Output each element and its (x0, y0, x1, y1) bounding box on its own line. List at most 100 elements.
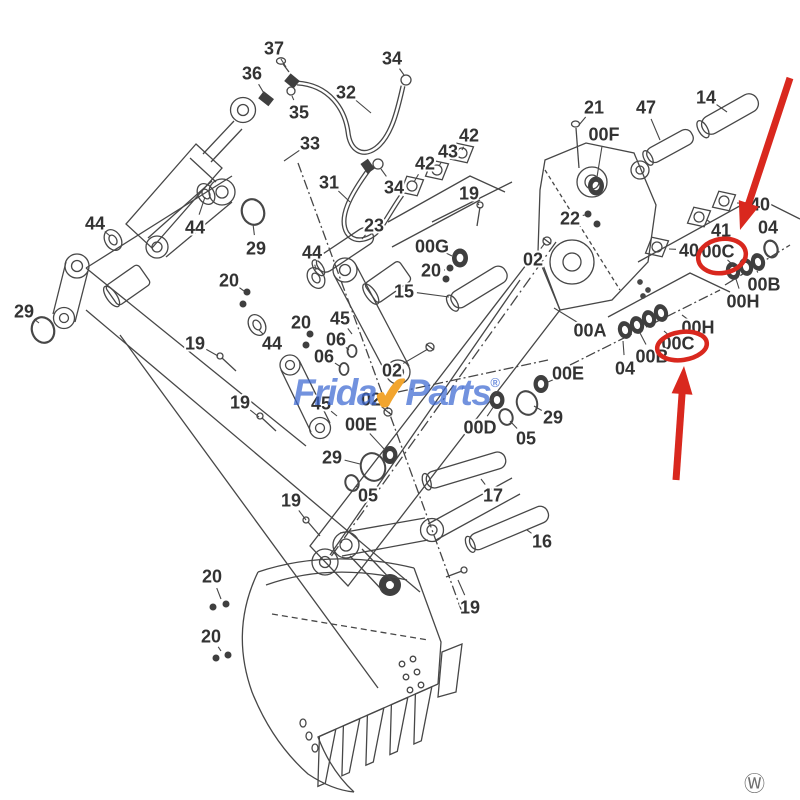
bucket-cylinder-drawing (52, 96, 412, 330)
leader-line (381, 406, 387, 411)
part-label-00a: 00A (573, 321, 606, 341)
part-label-32: 32 (336, 83, 356, 103)
leader-line (480, 478, 486, 485)
leader-line (347, 328, 353, 335)
part-label-02: 02 (523, 250, 543, 270)
leader-line (380, 168, 387, 177)
part-label-29: 29 (543, 408, 563, 428)
leader-line (756, 270, 759, 273)
leader-line (402, 348, 429, 364)
leader-line (361, 234, 366, 240)
washers-and-orings (30, 183, 779, 492)
leader-line (650, 118, 661, 141)
leader-line (291, 95, 295, 101)
highlight-circle-1 (695, 236, 749, 276)
leader-line (578, 116, 587, 126)
part-label-34: 34 (382, 49, 402, 69)
part-label-00e: 00E (552, 364, 584, 384)
part-label-15: 15 (394, 282, 414, 302)
highlight-circle-2 (654, 329, 710, 363)
leader-line (540, 242, 546, 249)
leader-line (33, 318, 40, 324)
part-label-20: 20 (219, 271, 239, 291)
leader-line (249, 409, 260, 418)
leader-line (438, 161, 442, 167)
leader-line (216, 587, 222, 600)
leader-line (334, 362, 342, 368)
leader-line (198, 196, 206, 215)
leader-line (355, 485, 358, 488)
part-label-20: 20 (291, 313, 311, 333)
part-label-29: 29 (322, 448, 342, 468)
part-label-35: 35 (289, 103, 309, 123)
pin-17 (421, 451, 507, 491)
part-label-33: 33 (300, 134, 320, 154)
part-label-20: 20 (202, 567, 222, 587)
leader-line (416, 292, 450, 298)
construction-lines (85, 175, 800, 689)
part-label-00g: 00G (415, 237, 449, 257)
leader-line (104, 231, 111, 237)
leader-line (399, 68, 405, 76)
part-label-44: 44 (302, 243, 322, 263)
leader-line (457, 579, 466, 596)
part-label-44: 44 (262, 334, 282, 354)
leader-line (413, 173, 419, 183)
leader-line (314, 264, 317, 271)
leader-line (217, 646, 222, 652)
leader-line (533, 405, 543, 411)
leader-line (476, 202, 480, 206)
highlight-arrow-head-1 (738, 200, 759, 230)
leader-lines-layer (33, 58, 772, 652)
part-label-14: 14 (696, 88, 716, 108)
leader-line (355, 99, 372, 114)
part-label-47: 47 (636, 98, 656, 118)
diagram-linework (30, 57, 800, 793)
part-label-00f: 00F (588, 125, 619, 145)
part-label-19: 19 (185, 334, 205, 354)
leader-line (727, 259, 734, 266)
part-label-45: 45 (330, 309, 350, 329)
pin-47 (642, 128, 694, 166)
part-label-00c: 00C (661, 334, 694, 354)
part-label-00h: 00H (726, 292, 759, 312)
part-label-29: 29 (14, 302, 34, 322)
leader-line (596, 146, 603, 178)
highlight-arrow-shaft-1 (744, 76, 794, 209)
leader-line (547, 377, 557, 383)
leader-line (716, 104, 728, 113)
part-label-44: 44 (185, 218, 205, 238)
link-lower-drawing (279, 354, 332, 440)
leader-line (258, 83, 266, 96)
leader-line (461, 146, 465, 151)
part-label-02: 02 (361, 390, 381, 410)
leader-line (526, 529, 532, 534)
part-label-42: 42 (459, 126, 479, 146)
part-label-16: 16 (532, 532, 552, 552)
part-label-19: 19 (459, 184, 479, 204)
pin-14 (696, 93, 760, 139)
arm-weldment-drawing (309, 142, 657, 587)
part-label-04: 04 (615, 359, 635, 379)
part-label-00e: 00E (345, 415, 377, 435)
part-label-31: 31 (319, 173, 339, 193)
part-label-19: 19 (460, 598, 480, 618)
leader-line (258, 329, 264, 335)
part-label-21: 21 (584, 98, 604, 118)
part-label-19: 19 (230, 393, 250, 413)
part-label-00b: 00B (747, 275, 780, 295)
part-label-43: 43 (438, 142, 458, 162)
part-label-20: 20 (421, 261, 441, 281)
leader-line (283, 149, 300, 162)
part-label-20: 20 (201, 627, 221, 647)
leader-line (239, 287, 245, 292)
pin-23 (311, 227, 375, 277)
part-label-05: 05 (358, 486, 378, 506)
leader-line (345, 346, 350, 351)
bucket-drawing (241, 558, 463, 793)
part-label-22: 22 (560, 209, 580, 229)
part-label-06: 06 (326, 330, 346, 350)
small-hardware (209, 120, 601, 662)
highlight-arrow-shaft-2 (672, 389, 686, 481)
red-annotations-layer (654, 76, 794, 481)
